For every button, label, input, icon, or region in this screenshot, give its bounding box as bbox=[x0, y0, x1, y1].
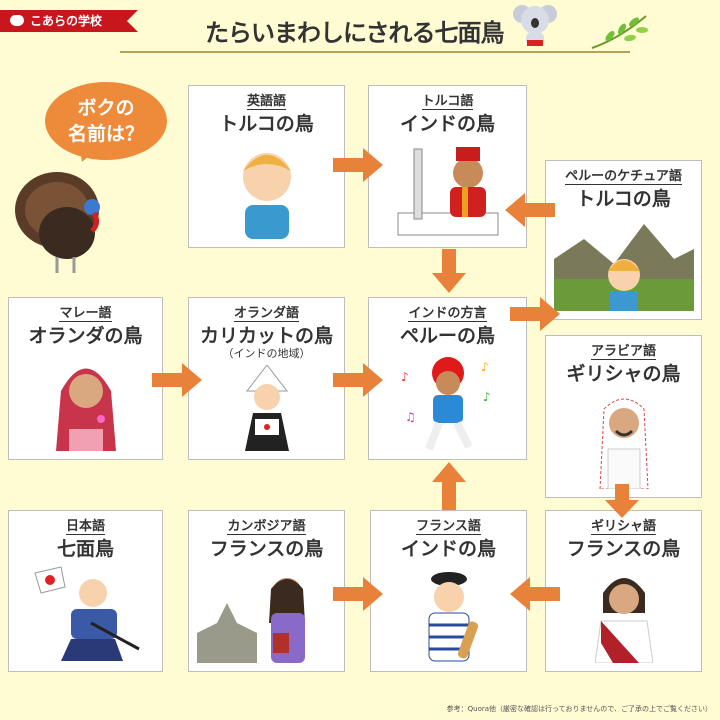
bird-name: トルコの鳥 bbox=[219, 113, 314, 135]
box-dutch: オランダ語カリカットの鳥（インドの地域） bbox=[188, 297, 345, 460]
language-label: インドの方言 bbox=[408, 306, 487, 322]
box-cambodian: カンボジア語フランスの鳥 bbox=[188, 510, 345, 672]
svg-text:♪: ♪ bbox=[483, 390, 491, 404]
arrow-left-icon bbox=[505, 193, 555, 227]
bird-name: フランスの鳥 bbox=[566, 538, 681, 560]
bird-name: カリカットの鳥 bbox=[199, 325, 333, 347]
box-french: フランス語インドの鳥 bbox=[370, 510, 527, 672]
brand-ribbon: こあらの学校 bbox=[0, 10, 138, 32]
bird-name: 七面鳥 bbox=[56, 538, 114, 560]
koala-logo-icon bbox=[10, 15, 24, 26]
svg-text:♪: ♪ bbox=[481, 360, 489, 374]
bird-name: トルコの鳥 bbox=[576, 188, 671, 210]
box-quechua: ペルーのケチュア語トルコの鳥 bbox=[545, 160, 702, 320]
arrow-right-icon bbox=[333, 148, 383, 182]
samurai-fan-illustration bbox=[33, 566, 140, 661]
greek-man-illustration bbox=[593, 578, 654, 663]
speech-bubble: ボクの名前は？ bbox=[45, 82, 167, 160]
language-label: アラビア語 bbox=[590, 344, 656, 360]
arrow-right-icon bbox=[510, 297, 560, 331]
angkor-wat-woman-illustration bbox=[196, 578, 305, 663]
language-label: ギリシャ語 bbox=[590, 519, 656, 535]
box-english: 英語語トルコの鳥 bbox=[188, 85, 345, 248]
koala-mascot-icon bbox=[513, 5, 557, 46]
bird-name: フランスの鳥 bbox=[209, 538, 324, 560]
page-title: たらいまわしにされる七面鳥 bbox=[205, 19, 505, 47]
svg-text:♪: ♪ bbox=[401, 370, 409, 384]
language-label: 英語語 bbox=[246, 94, 286, 110]
bird-name: オランダの鳥 bbox=[28, 325, 143, 347]
language-label: カンボジア語 bbox=[227, 519, 306, 535]
turkey-illustration bbox=[15, 172, 100, 273]
box-indian-dialect: インドの方言ペルーの鳥 ♪ ♪ ♫ ♪ bbox=[368, 297, 527, 460]
brand-name: こあらの学校 bbox=[30, 14, 103, 28]
source-note: 参考：Quora他（厳密な確認は行っておりませんので、ご了承の上でご覧ください） bbox=[446, 705, 712, 713]
box-turkish: トルコ語インドの鳥 bbox=[368, 85, 527, 248]
kebab-chef-illustration bbox=[397, 147, 498, 236]
language-label: トルコ語 bbox=[421, 94, 474, 110]
language-label: オランダ語 bbox=[233, 306, 299, 322]
bird-name: インドの鳥 bbox=[400, 538, 496, 560]
french-man-illustration bbox=[428, 572, 478, 662]
box-greek: ギリシャ語フランスの鳥 bbox=[545, 510, 702, 672]
dancing-indian-man-illustration: ♪ ♪ ♫ ♪ bbox=[401, 357, 491, 451]
box-japanese: 日本語七面鳥 bbox=[8, 510, 163, 672]
machu-picchu-illustration bbox=[553, 224, 694, 311]
svg-text:♫: ♫ bbox=[405, 410, 416, 424]
language-label: マレー語 bbox=[59, 306, 112, 322]
language-label: フランス語 bbox=[416, 519, 481, 535]
box-arabic: アラビア語ギリシャの鳥 bbox=[545, 335, 702, 498]
bubble-line-2: 名前は？ bbox=[67, 123, 144, 145]
bird-name: インドの鳥 bbox=[399, 113, 495, 135]
english-boy-illustration bbox=[242, 153, 291, 239]
arrow-left-icon bbox=[510, 577, 560, 611]
box-malay: マレー語オランダの鳥 bbox=[8, 297, 163, 460]
dutch-girl-illustration bbox=[244, 365, 289, 451]
arrow-down-icon bbox=[432, 249, 466, 293]
title-underline bbox=[120, 51, 630, 53]
arrow-down-icon bbox=[605, 484, 639, 518]
language-label: 日本語 bbox=[65, 519, 105, 535]
bird-name: ギリシャの鳥 bbox=[566, 363, 681, 385]
arrow-up-icon bbox=[432, 462, 466, 510]
arrow-right-icon bbox=[152, 363, 202, 397]
region-note: （インドの地域） bbox=[222, 347, 311, 360]
arrow-right-icon bbox=[333, 577, 383, 611]
bubble-line-1: ボクの bbox=[77, 97, 135, 119]
bird-name: ペルーの鳥 bbox=[399, 325, 495, 347]
arab-man-illustration bbox=[598, 398, 649, 489]
language-label: ペルーのケチュア語 bbox=[565, 169, 682, 185]
hijab-woman-illustration bbox=[55, 368, 116, 451]
arrow-right-icon bbox=[333, 363, 383, 397]
leaf-branch-icon bbox=[591, 15, 648, 49]
